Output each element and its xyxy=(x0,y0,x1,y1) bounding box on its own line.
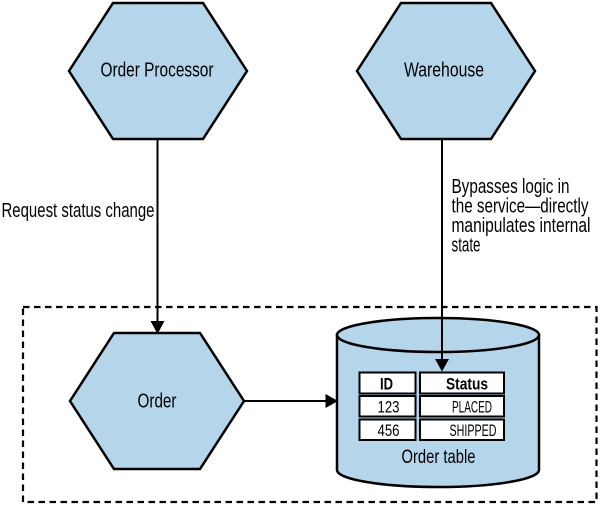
table-row1-id: 123 xyxy=(378,399,400,417)
table-row2-status: SHIPPED xyxy=(450,422,497,440)
database-label: Order table xyxy=(402,447,476,468)
bypass-annotation-line1: Bypasses logic in xyxy=(452,176,570,198)
table-row1-cell-id xyxy=(358,395,417,418)
table-row1-cell-status xyxy=(419,395,505,418)
table-header-status: Status xyxy=(446,376,488,394)
order-label: Order xyxy=(138,391,177,413)
bypass-annotation: Bypasses logic in the service—directly m… xyxy=(452,176,591,257)
order-processor-label: Order Processor xyxy=(101,60,214,82)
warehouse-hexagon xyxy=(355,1,537,141)
bypass-annotation-line2: the service—directly xyxy=(452,196,589,218)
bypass-annotation-line4: state xyxy=(452,235,481,257)
table-row1-status: PLACED xyxy=(452,399,492,417)
warehouse-label: Warehouse xyxy=(404,60,484,82)
table-header-cell-status xyxy=(419,371,505,395)
table-row2-cell-status xyxy=(419,418,505,441)
warehouse-to-database-arrowhead xyxy=(435,359,449,372)
order-processor-to-order-arrowhead xyxy=(150,321,165,334)
table-header-id: ID xyxy=(380,376,393,394)
order-to-database-arrowhead xyxy=(325,394,338,408)
bypass-annotation-line3: manipulates internal xyxy=(452,215,591,237)
order-processor-hexagon xyxy=(67,1,249,141)
table-header-cell-id xyxy=(358,371,417,395)
database-cylinder-top xyxy=(335,316,541,354)
service-boundary-box xyxy=(21,305,598,504)
table-row2-cell-id xyxy=(358,418,417,441)
table-row2-id: 456 xyxy=(378,422,400,440)
request-status-change-label: Request status change xyxy=(2,200,155,222)
